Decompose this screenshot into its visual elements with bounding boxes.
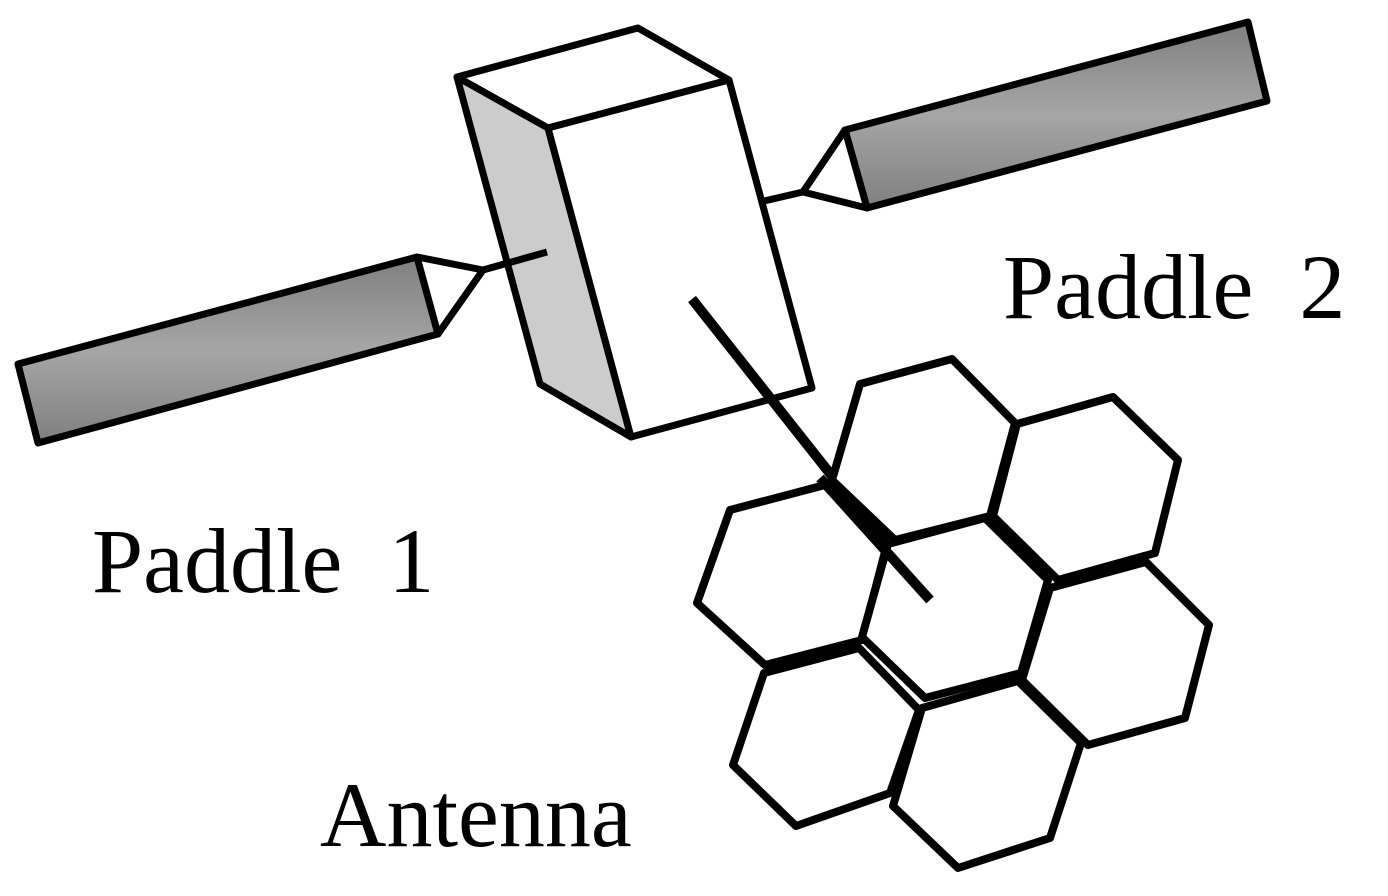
hexagon-icon xyxy=(889,677,1085,872)
body-front-face xyxy=(544,76,816,441)
paddle-1-mount-bracket xyxy=(413,253,487,338)
paddle-1-boom xyxy=(482,248,548,274)
paddle-2 xyxy=(763,18,1271,212)
paddle-2-boom xyxy=(763,188,804,205)
solar-paddle-1-panel xyxy=(14,253,442,447)
paddle-2-mount-bracket xyxy=(799,126,871,212)
paddle-1 xyxy=(14,248,548,447)
paddle-2-label: Paddle 2 xyxy=(1003,236,1345,338)
satellite-body-icon xyxy=(453,24,816,441)
paddle-1-label: Paddle 1 xyxy=(92,510,434,612)
antenna-mast-front xyxy=(816,474,934,604)
antenna-array xyxy=(693,355,1213,872)
antenna-label: Antenna xyxy=(320,764,632,866)
hexagon-icon xyxy=(989,393,1182,584)
hexagon-icon xyxy=(729,644,923,830)
solar-paddle-2-panel xyxy=(841,18,1271,212)
